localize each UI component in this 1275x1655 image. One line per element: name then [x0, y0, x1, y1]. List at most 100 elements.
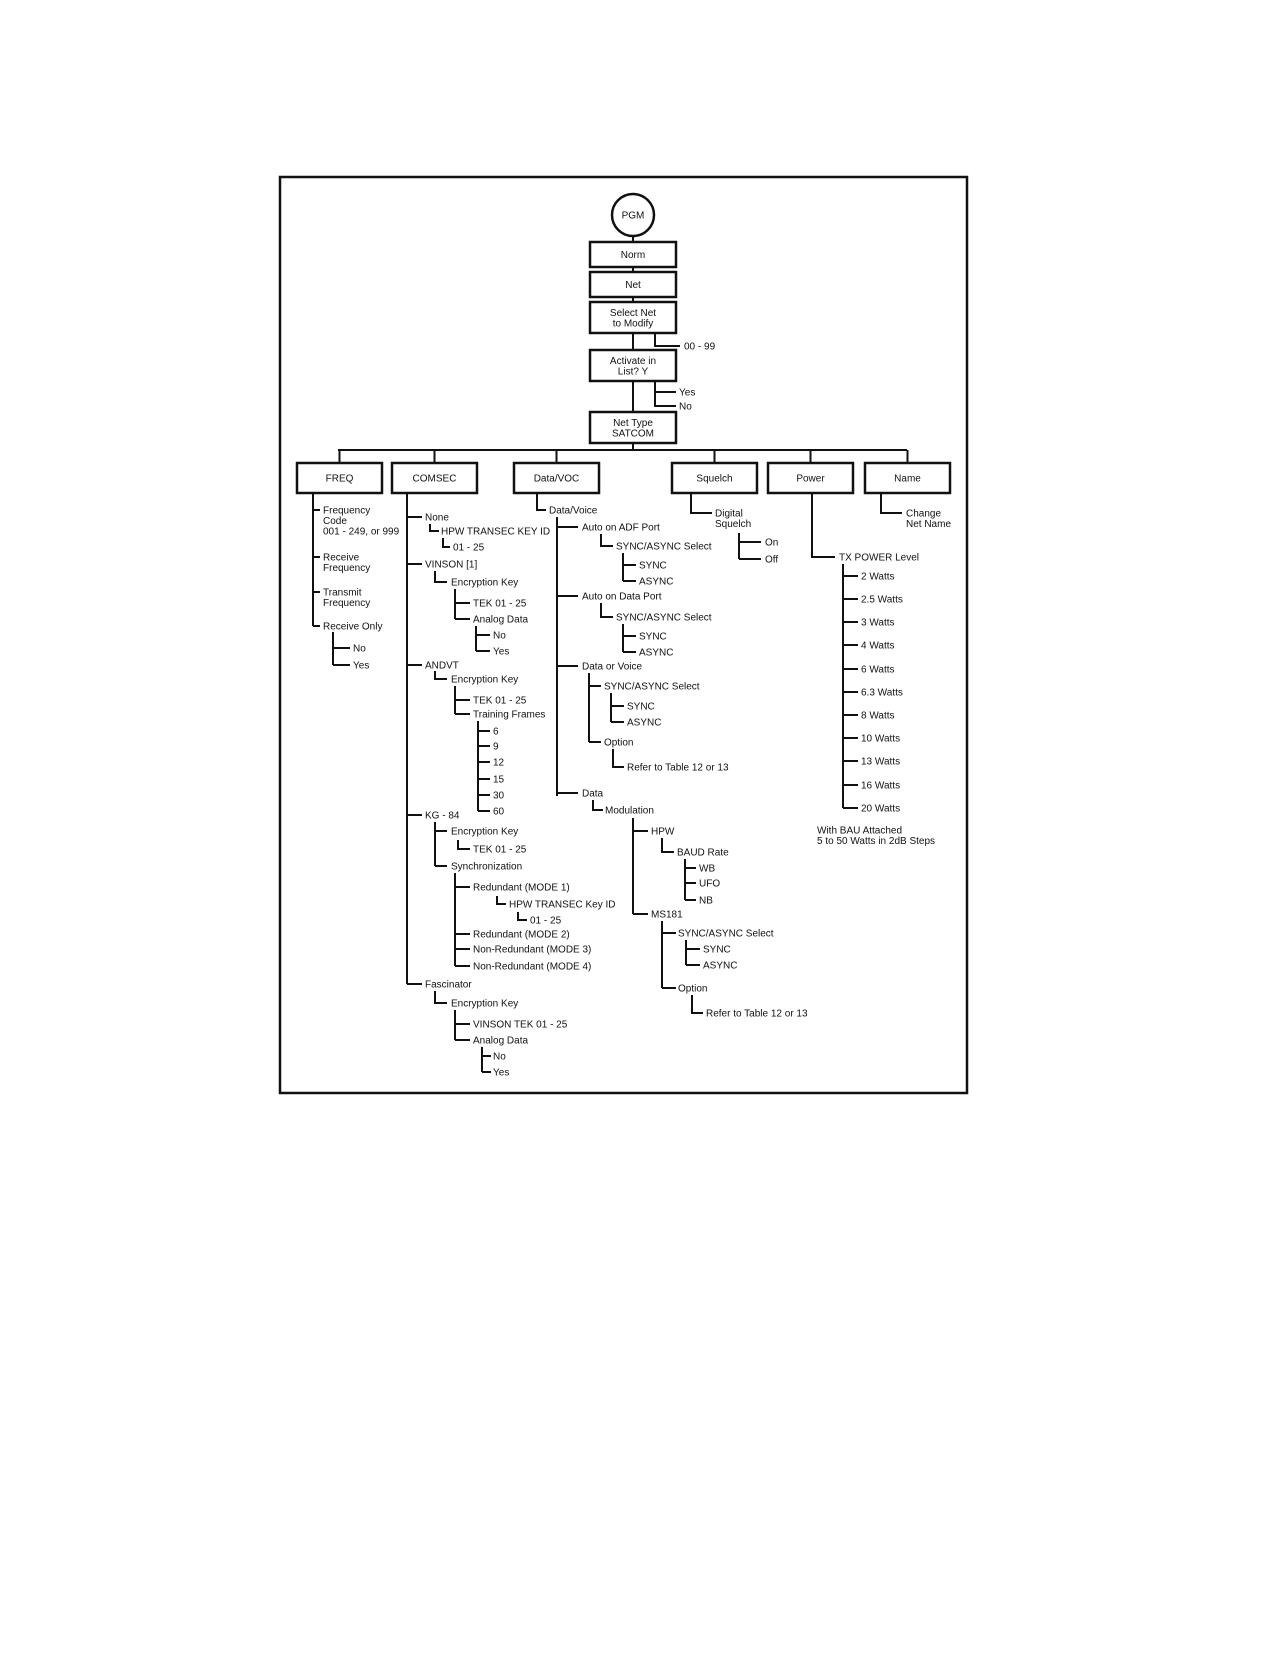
branch-connector — [434, 671, 447, 680]
comsec-hpw-key: HPW TRANSEC KEY ID — [441, 527, 550, 538]
baud-rate-1: UFO — [699, 879, 720, 890]
kg84-sub-0: Encryption Key — [451, 827, 518, 838]
branch-connector — [880, 493, 902, 514]
activate-in-list-box — [588, 348, 678, 383]
comsec-item-0: None — [425, 513, 449, 524]
power-level-1: 2.5 Watts — [861, 595, 903, 606]
norm-label: Norm — [621, 250, 645, 261]
branch-connector — [691, 995, 703, 1014]
diagram-border — [278, 175, 969, 1095]
branch-connector — [517, 912, 527, 921]
option-00-99: 00 - 99 — [684, 342, 716, 353]
power-level-5: 6.3 Watts — [861, 688, 903, 699]
norm-box — [588, 240, 678, 269]
ms181-sync-0: SYNC — [703, 945, 731, 956]
datavoc-item-1: Auto on Data Port — [582, 592, 662, 603]
squelch-option-0: On — [765, 538, 778, 549]
branch-datavoc-box — [512, 461, 601, 495]
power-level-4: 6 Watts — [861, 665, 895, 676]
baud-rate-0: WB — [699, 864, 715, 875]
dataport-sync-0: SYNC — [639, 632, 667, 643]
datavoc-item-2: Data or Voice — [582, 662, 642, 673]
andvt-enc-key: Encryption Key — [451, 675, 518, 686]
vinson-sub-1: Analog Data — [473, 615, 528, 626]
power-tx-level: TX POWER Level — [839, 553, 919, 564]
modulation-sub-0: HPW — [651, 827, 675, 838]
comsec-hpw-range: 01 - 25 — [453, 543, 485, 554]
adf-sync-1: ASYNC — [639, 577, 673, 588]
ms181-sub-0: SYNC/ASYNC Select — [678, 929, 774, 940]
kg84-sync-1: Redundant (MODE 2) — [473, 930, 570, 941]
training-frame-5: 60 — [493, 807, 505, 818]
branch-connector — [429, 524, 439, 532]
datavoc-item-0: Auto on ADF Port — [582, 523, 660, 534]
baud-rate-2: NB — [699, 896, 713, 907]
branch-freq-box — [295, 461, 384, 495]
branch-name-label: Name — [894, 474, 921, 485]
kg84-sync-2: Non-Redundant (MODE 3) — [473, 945, 591, 956]
comsec-item-2: ANDVT — [425, 661, 459, 672]
training-frame-4: 30 — [493, 791, 505, 802]
net-label: Net — [625, 280, 641, 291]
comsec-item-3: KG - 84 — [425, 811, 460, 822]
freq-receive-only-0: No — [353, 644, 366, 655]
power-level-7: 10 Watts — [861, 734, 900, 745]
branch-connector — [661, 838, 674, 853]
kg84-hpw-key: HPW TRANSEC Key ID — [509, 900, 616, 911]
adf-sync-0: SYNC — [639, 561, 667, 572]
hpw-baud: BAUD Rate — [677, 848, 729, 859]
fascinator-sub-1: Analog Data — [473, 1036, 528, 1047]
option-connector — [654, 381, 676, 407]
freq-item-3: Receive Only — [323, 622, 382, 633]
pgm-label: PGM — [622, 211, 645, 222]
power-level-3: 4 Watts — [861, 641, 895, 652]
kg84-sync-0: Redundant (MODE 1) — [473, 883, 570, 894]
vinson-sub-0: TEK 01 - 25 — [473, 599, 527, 610]
dataport-sas: SYNC/ASYNC Select — [616, 613, 712, 624]
power-level-8: 13 Watts — [861, 757, 900, 768]
dov-sync-0: SYNC — [627, 702, 655, 713]
vinson-enc-key: Encryption Key — [451, 578, 518, 589]
power-level-10: 20 Watts — [861, 804, 900, 815]
branch-freq-label: FREQ — [326, 474, 354, 485]
fascinator-analog-0: No — [493, 1052, 506, 1063]
branch-power-box — [766, 461, 855, 495]
branch-comsec-box — [390, 461, 479, 495]
power-connector — [811, 493, 835, 558]
branch-squelch-box — [670, 461, 759, 495]
branch-connector — [496, 896, 506, 905]
kg84-sync-3: Non-Redundant (MODE 4) — [473, 962, 591, 973]
branch-connector — [600, 534, 613, 547]
net-type-box — [588, 410, 678, 445]
option-no: No — [679, 402, 692, 413]
dov-sub-1: Option — [604, 738, 633, 749]
option-yes: Yes — [679, 388, 695, 399]
andvt-sub-1: Training Frames — [473, 710, 545, 721]
datavoc-data-voice: Data/Voice — [549, 506, 598, 517]
branch-connector — [592, 800, 603, 811]
training-frame-1: 9 — [493, 742, 499, 753]
dov-refer: Refer to Table 12 or 13 — [627, 763, 729, 774]
ms181-sync-1: ASYNC — [703, 961, 737, 972]
fascinator-analog-1: Yes — [493, 1068, 509, 1079]
fascinator-sub-0: VINSON TEK 01 - 25 — [473, 1020, 568, 1031]
squelch-option-1: Off — [765, 555, 778, 566]
branch-connector — [434, 571, 447, 583]
dataport-sync-1: ASYNC — [639, 648, 673, 659]
kg84-hpw-range: 01 - 25 — [530, 916, 562, 927]
kg84-tek: TEK 01 - 25 — [473, 845, 527, 856]
datavoc-modulation: Modulation — [605, 806, 654, 817]
branch-name-box — [863, 461, 952, 495]
training-frame-3: 15 — [493, 775, 505, 786]
training-frame-2: 12 — [493, 758, 505, 769]
